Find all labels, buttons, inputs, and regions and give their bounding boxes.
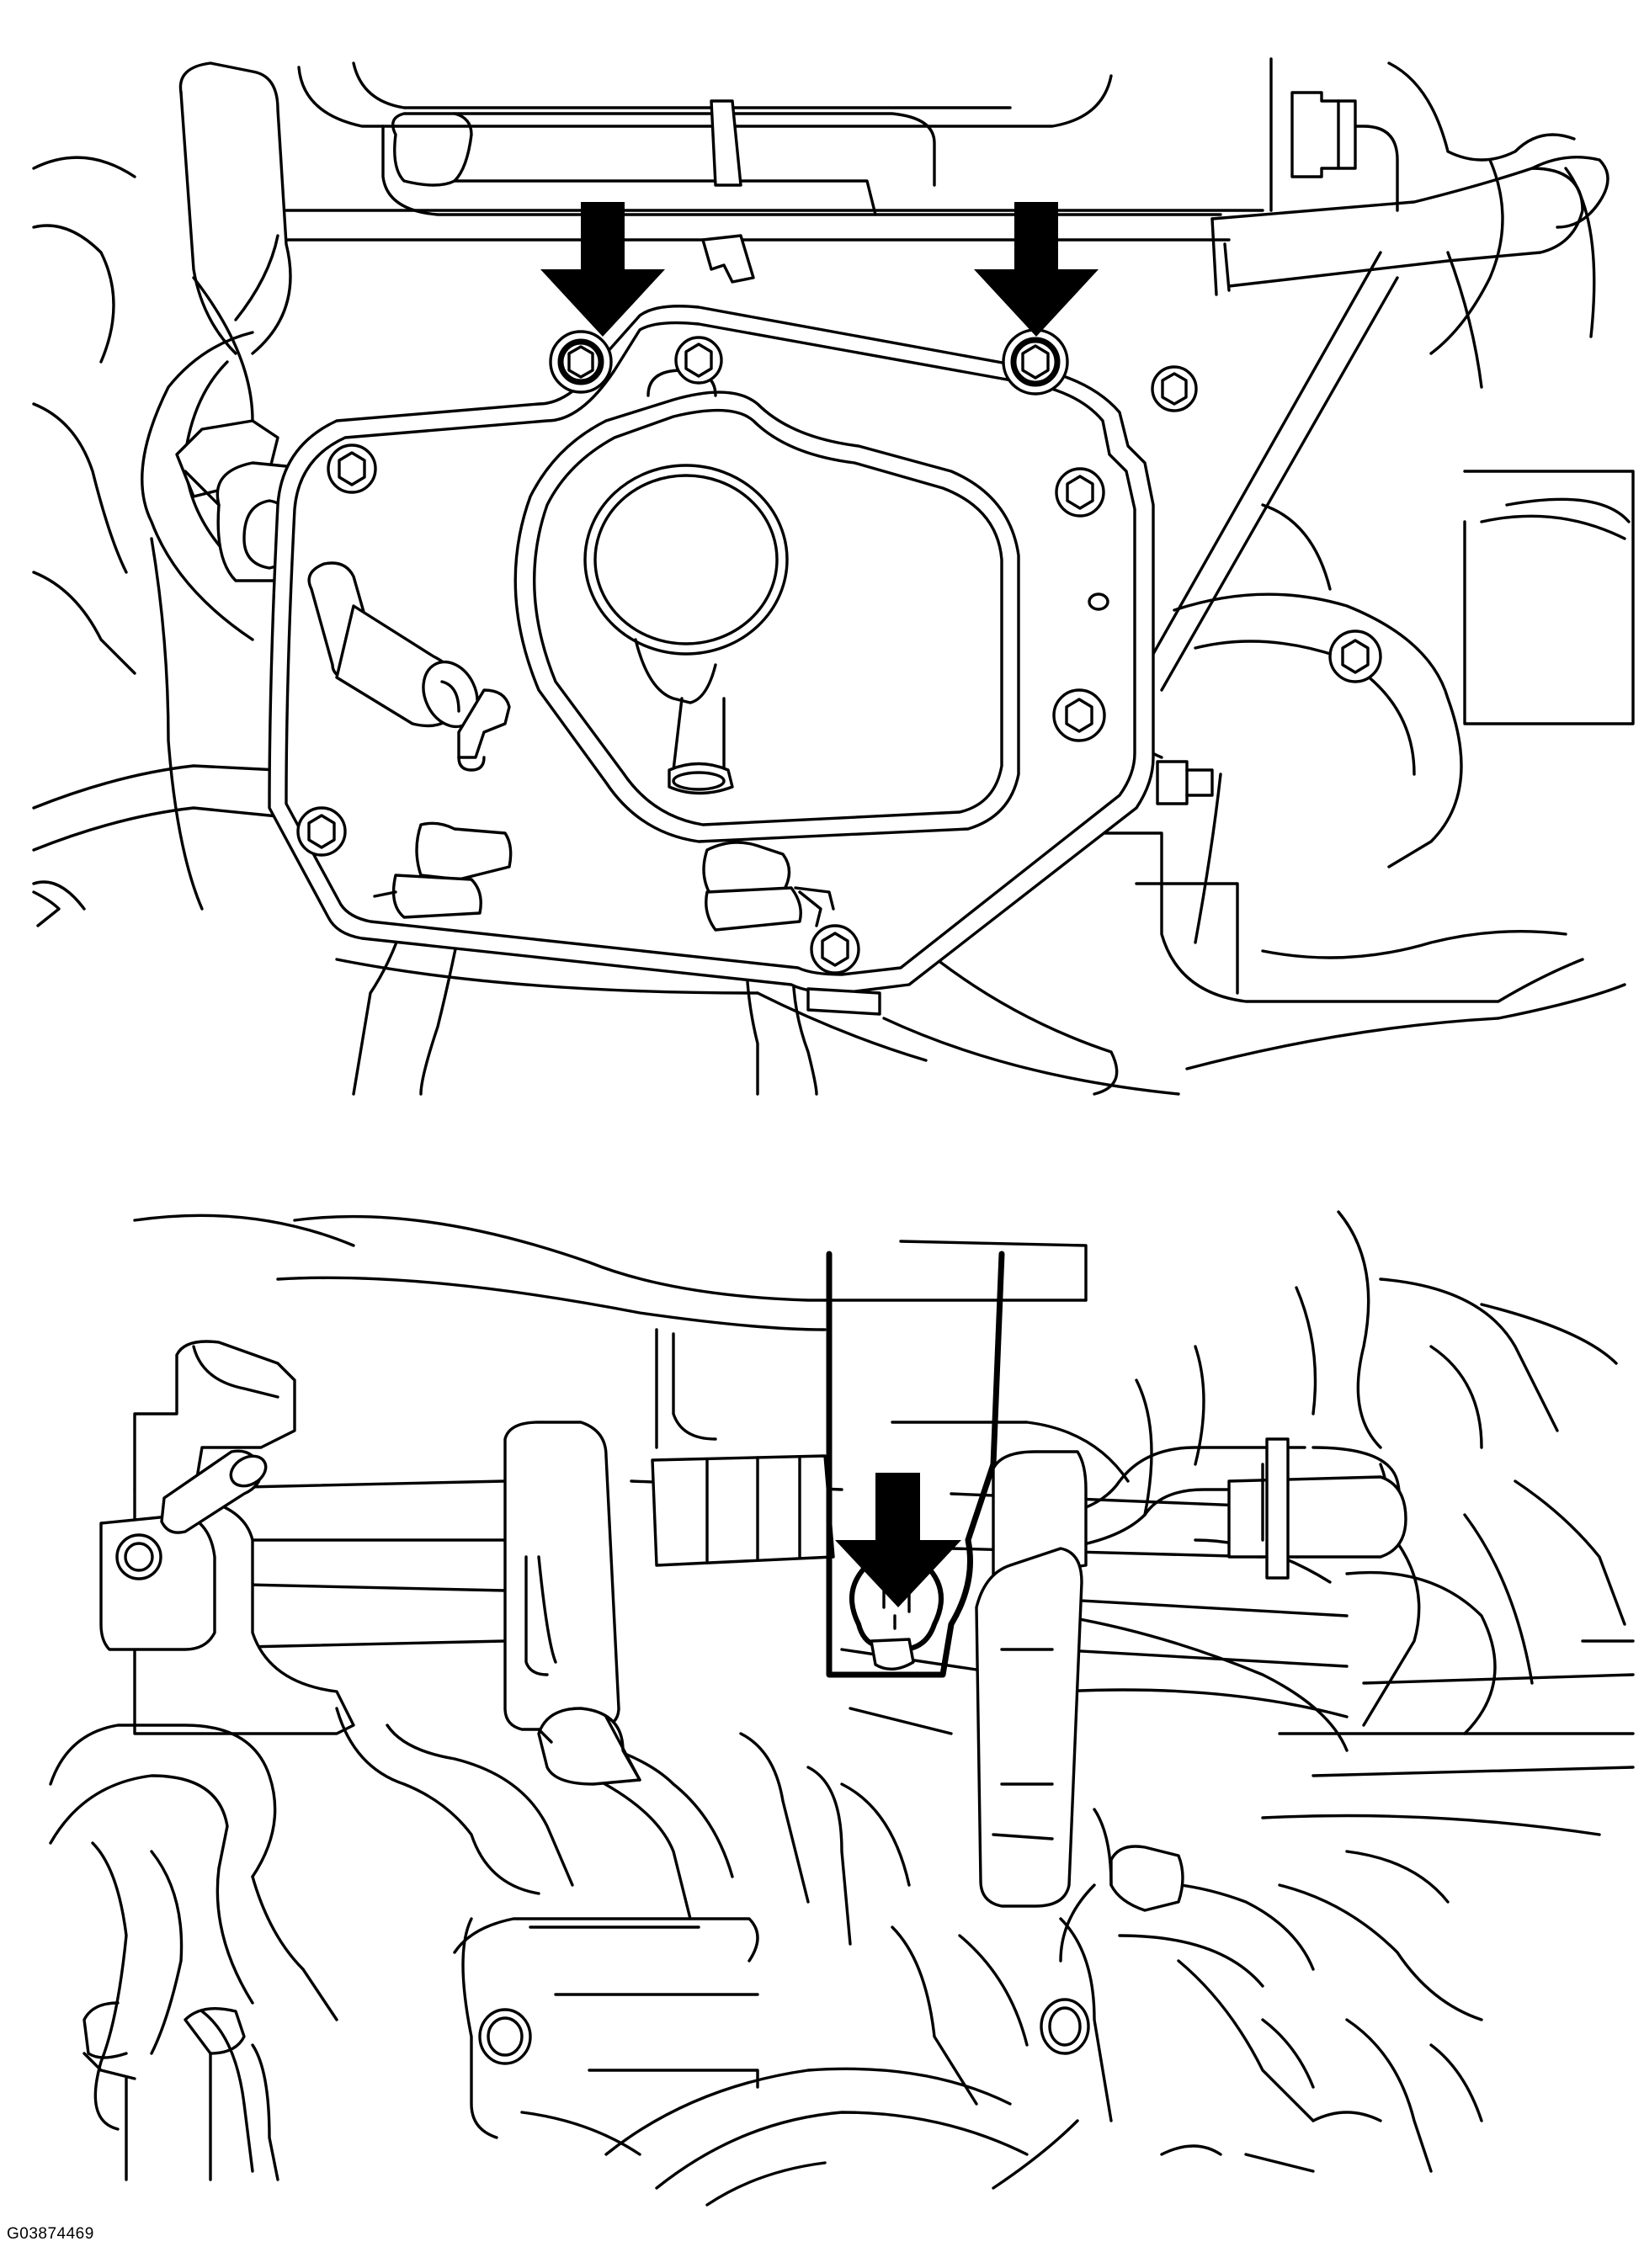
bolt-round [478, 2008, 532, 2065]
lower-left-hose-clamp [373, 821, 513, 919]
bolt-hex [1055, 467, 1105, 518]
figure-id-label: G03874469 [7, 2225, 94, 2243]
lower-housing [82, 1808, 1483, 2207]
callout-arrow-3 [835, 1473, 961, 1607]
bolt-hex [674, 336, 723, 385]
lower-left-hoses [49, 1707, 1483, 2131]
bolt-round [1040, 1998, 1090, 2055]
callout-arrow-2 [974, 202, 1099, 337]
hose-end-cap [1109, 1845, 1184, 1912]
sensor-bracket [655, 1240, 1088, 1678]
flange-bolt [1290, 91, 1357, 178]
bolt-hex [296, 806, 347, 857]
lower-right-hose-clamp [702, 841, 835, 932]
stud [1156, 760, 1214, 805]
lower-bolts [478, 1998, 1090, 2065]
bolt-hex [1151, 365, 1198, 412]
lower-panel [49, 1210, 1635, 2207]
upper-bolts [296, 91, 1382, 1016]
left-clamp-band [503, 1421, 641, 1786]
bolt-hex [1002, 328, 1069, 396]
bolt-hex [549, 330, 613, 394]
callout-arrow-1 [540, 202, 665, 337]
upper-panel [32, 57, 1635, 1096]
wire-clip [701, 99, 755, 284]
right-clamp-band [975, 1450, 1088, 1908]
bracket-tab [806, 987, 881, 1016]
right-stud [1227, 1437, 1407, 1580]
bolt-hex [1052, 688, 1106, 742]
bolt-hex [327, 444, 377, 494]
left-bracket [99, 1340, 355, 1735]
bolt-hex [1328, 629, 1382, 683]
water-outlet-housing [268, 305, 1155, 995]
pipe-coupler [651, 1454, 835, 1567]
bolt-hex [810, 924, 860, 975]
bypass-pipe [307, 561, 511, 772]
